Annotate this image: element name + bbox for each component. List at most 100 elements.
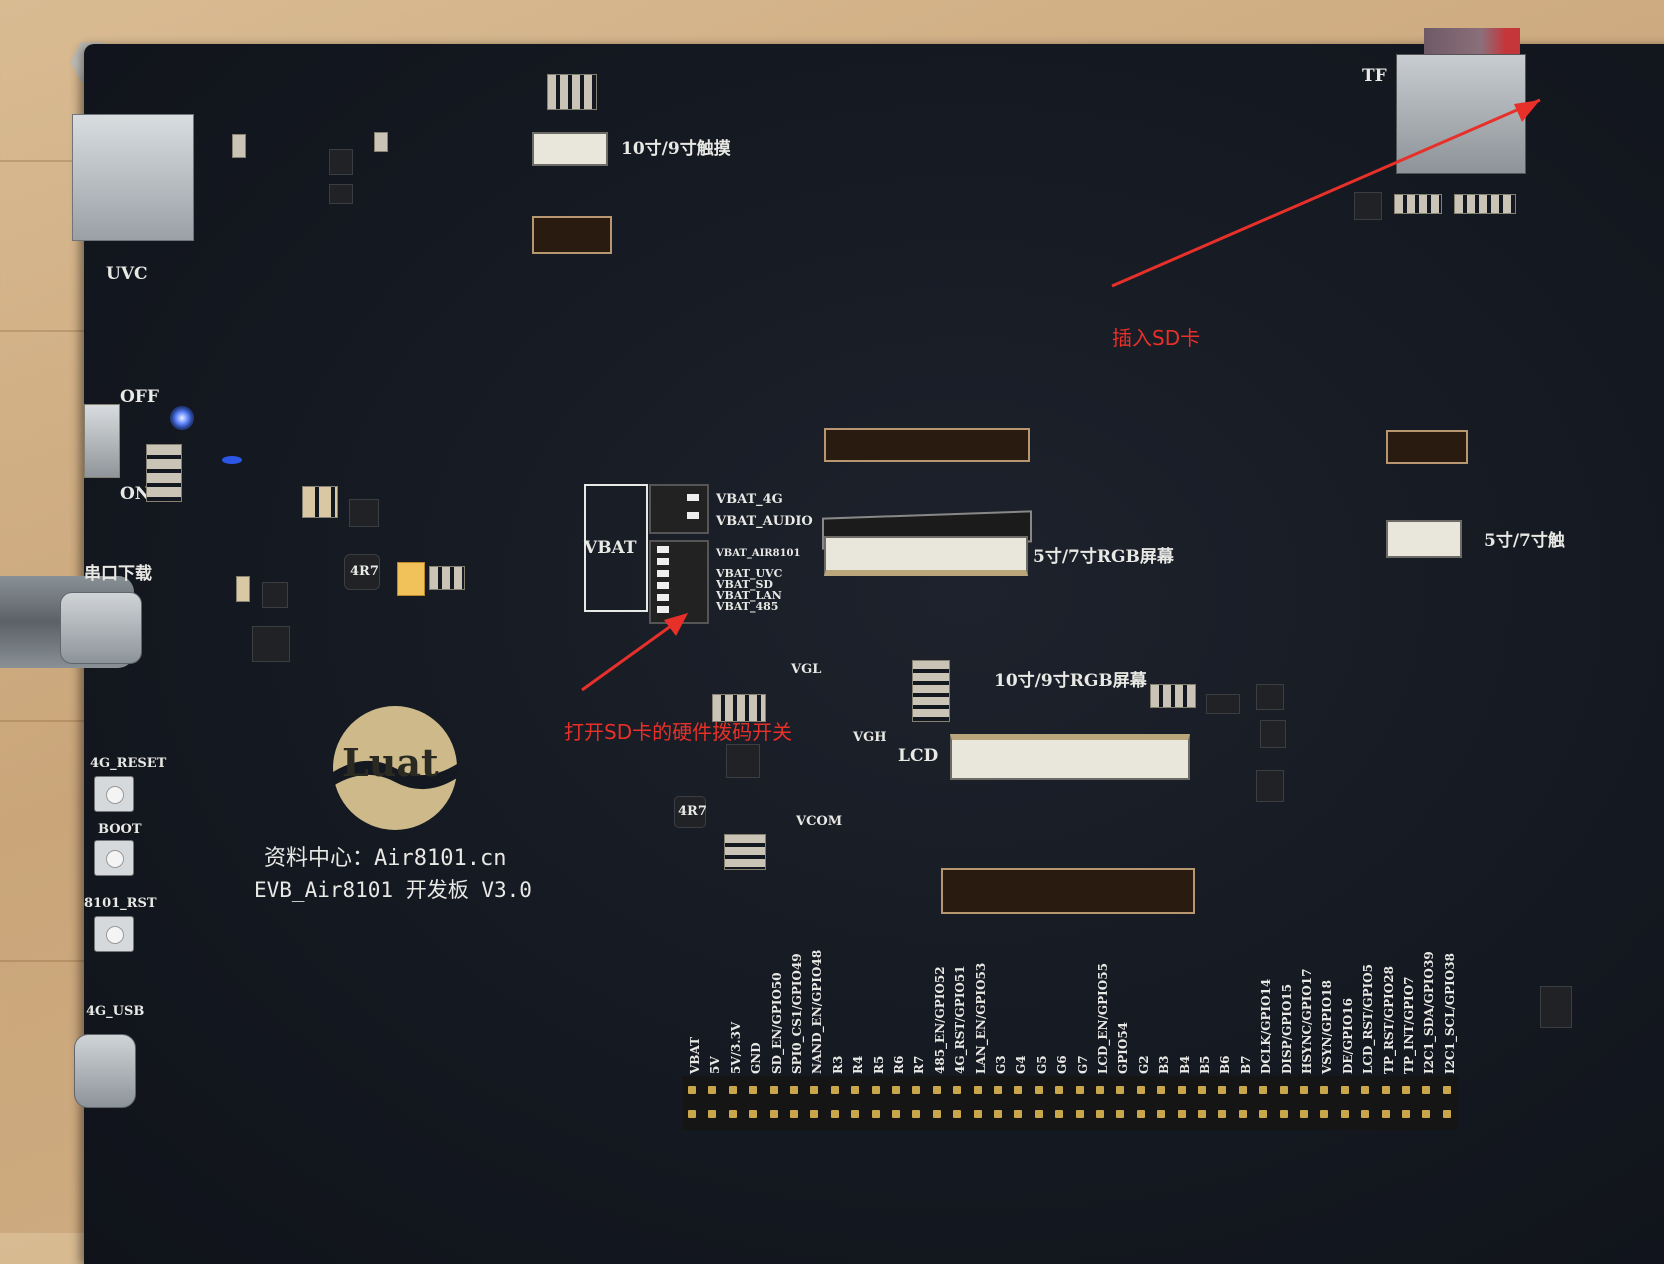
header-pin (1034, 1086, 1043, 1094)
header-pin (1320, 1110, 1329, 1118)
resistor-array (1454, 194, 1516, 214)
vbat-lan-label: VBAT_LAN (716, 589, 782, 602)
resistor-array (724, 834, 766, 870)
ic-chip (252, 626, 290, 662)
header-pin (1034, 1110, 1043, 1118)
on-label: ON (120, 484, 151, 504)
header-pin (1361, 1110, 1370, 1118)
touch-10-9-connector[interactable] (532, 132, 608, 166)
header-pin (1075, 1086, 1084, 1094)
header-pin (892, 1086, 900, 1094)
dip-key[interactable] (657, 606, 669, 613)
dip-key[interactable] (657, 558, 669, 565)
dip-key[interactable] (657, 594, 669, 601)
header-pin (728, 1110, 737, 1118)
board-slot (532, 216, 612, 254)
header-pin (1177, 1086, 1186, 1094)
insert-sd-annotation: 插入SD卡 (1112, 326, 1201, 350)
board-slot (941, 868, 1195, 914)
header-pin (1422, 1110, 1431, 1118)
header-pin (688, 1086, 696, 1094)
wood-grain (0, 960, 90, 962)
uvc-label: UVC (106, 264, 148, 284)
arrow-head (1514, 100, 1540, 122)
open-sd-switch-annotation: 打开SD卡的硬件拨码开关 (564, 720, 793, 744)
vbat-audio-label: VBAT_AUDIO (716, 514, 813, 529)
header-pin (932, 1110, 941, 1118)
rgb-10-9-connector[interactable] (950, 734, 1190, 780)
dip-key[interactable] (687, 494, 699, 501)
header-pin (1300, 1086, 1308, 1094)
rgb-5-7-connector[interactable] (824, 536, 1028, 576)
header-pin (912, 1110, 921, 1118)
header-pin (1177, 1110, 1186, 1118)
header-pin (892, 1110, 900, 1118)
resistor-array (712, 694, 766, 722)
smd-component (374, 132, 388, 152)
dip-switch-6pos[interactable] (649, 540, 709, 624)
ic-chip (329, 149, 353, 175)
header-pin (994, 1086, 1002, 1094)
power-led-blue (170, 406, 194, 430)
header-pin (994, 1110, 1002, 1118)
rst-8101-button[interactable] (94, 916, 134, 952)
smd-component (232, 134, 246, 158)
dip-switch-2pos[interactable] (649, 484, 709, 534)
vbat-label: VBAT (584, 538, 637, 558)
gpio-pin-header[interactable] (682, 1076, 1458, 1130)
arrow-to-tf-slot (1111, 98, 1541, 288)
usb-4g-label: 4G_USB (86, 1004, 145, 1019)
vgl-label: VGL (791, 662, 822, 677)
smd-component (236, 576, 250, 602)
header-pin (790, 1110, 798, 1118)
header-pin (912, 1086, 921, 1094)
dip-key[interactable] (657, 546, 669, 553)
lcd-label: LCD (898, 746, 939, 766)
header-pin (1361, 1086, 1370, 1094)
wood-grain (0, 720, 90, 722)
header-pin (1136, 1086, 1145, 1094)
touch-5-7-connector[interactable] (1386, 520, 1462, 558)
resource-center-label: 资料中心：Air8101.cn (264, 846, 507, 871)
header-pin (1218, 1110, 1227, 1118)
vbat-outline (584, 484, 648, 612)
boot-button[interactable] (94, 840, 134, 876)
usb-a-uvc-port[interactable] (72, 114, 194, 241)
inductor-4r7-label-2: 4R7 (678, 804, 707, 819)
header-pin (973, 1086, 982, 1094)
header-pin (1014, 1086, 1023, 1094)
ic-chip (349, 499, 379, 527)
serial-download-usb-c-port[interactable] (60, 592, 142, 664)
ic-chip-u7 (726, 744, 760, 778)
header-pin (1096, 1086, 1104, 1094)
header-pin (1136, 1110, 1145, 1118)
dip-key[interactable] (687, 512, 699, 519)
header-pin (1055, 1086, 1064, 1094)
diode (1206, 694, 1240, 714)
header-pin (1442, 1086, 1451, 1094)
header-pin (830, 1086, 839, 1094)
header-pin (830, 1110, 839, 1118)
reset-4g-button[interactable] (94, 776, 134, 812)
ic-chip (1256, 770, 1284, 802)
dip-key[interactable] (657, 570, 669, 577)
header-pin (1198, 1086, 1206, 1094)
rgb-5-7-label: 5寸/7寸RGB屏幕 (1033, 547, 1174, 567)
resistor-array (1150, 684, 1196, 708)
header-pin (1238, 1086, 1247, 1094)
header-pin (1442, 1110, 1451, 1118)
rst-8101-label: 8101_RST (84, 896, 157, 911)
header-pin (851, 1110, 860, 1118)
ic-chip (1354, 192, 1382, 220)
ic-chip (1260, 720, 1286, 748)
wood-grain (0, 160, 90, 162)
dip-key[interactable] (657, 582, 669, 589)
inductor-4r7 (674, 796, 706, 828)
power-slide-switch[interactable] (84, 404, 120, 478)
pcb-board: UVC 10寸/9寸触摸 TF OFF ON 串口下载 4R7 VBAT (0, 28, 1664, 1264)
ic-chip (1256, 684, 1284, 710)
reset-4g-label: 4G_RESET (90, 756, 167, 771)
touch-10-9-label: 10寸/9寸触摸 (621, 139, 731, 159)
usb-4g-usb-c-port[interactable] (74, 1034, 136, 1108)
header-pin (871, 1086, 880, 1094)
